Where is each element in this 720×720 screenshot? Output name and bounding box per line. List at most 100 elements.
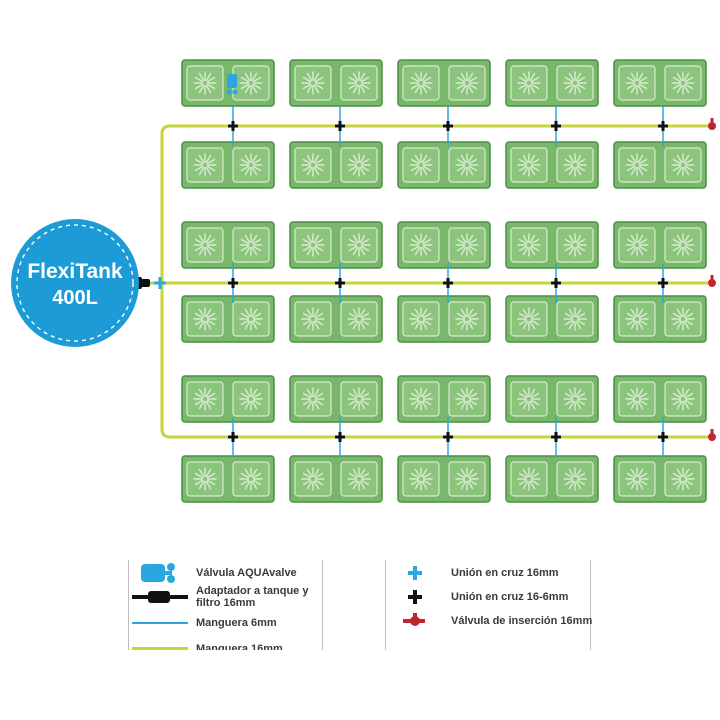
plant-tray	[289, 221, 383, 269]
pot	[556, 301, 594, 337]
plant-tray	[397, 295, 491, 343]
insertion-valve-16mm-icon	[385, 608, 445, 634]
plant-icon	[517, 153, 541, 177]
pot	[294, 461, 332, 497]
plant-icon	[625, 153, 649, 177]
pot	[618, 147, 656, 183]
pot	[448, 227, 486, 263]
plant-icon	[563, 307, 587, 331]
cross-union-16-6mm	[335, 281, 345, 285]
legend-label: Válvula AQUAvalve	[196, 567, 297, 579]
pot	[510, 461, 548, 497]
cross-union-16-6mm-icon	[385, 584, 445, 610]
plant-icon	[625, 71, 649, 95]
insertion-valve-16mm	[710, 429, 714, 435]
pot	[664, 301, 702, 337]
page-bottom-margin	[0, 650, 720, 720]
plant-icon	[193, 233, 217, 257]
plant-tray	[181, 221, 275, 269]
pot	[618, 461, 656, 497]
plant-icon	[409, 233, 433, 257]
legend-item-cross-16-6mm: Unión en cruz 16-6mm	[385, 584, 568, 610]
pot	[232, 227, 270, 263]
cross-union-16-6mm	[443, 124, 453, 128]
plant-tray	[505, 59, 599, 107]
pot	[556, 461, 594, 497]
pot	[618, 227, 656, 263]
plant-icon	[347, 71, 371, 95]
flexitank: FlexiTank 400L	[11, 219, 139, 347]
tank-rim	[16, 224, 134, 342]
plant-icon	[347, 467, 371, 491]
pot	[186, 461, 224, 497]
plant-tray	[289, 59, 383, 107]
legend-label: Unión en cruz 16mm	[451, 567, 559, 579]
plant-icon	[239, 387, 263, 411]
plant-icon	[671, 71, 695, 95]
pot	[340, 461, 378, 497]
insertion-valve-16mm	[710, 118, 714, 124]
pot	[186, 227, 224, 263]
pot	[402, 301, 440, 337]
legend-item-aquavalve: Válvula AQUAvalve	[130, 560, 297, 586]
hose-16mm-icon	[130, 636, 190, 662]
cross-union-16-6mm	[658, 281, 668, 285]
pot	[186, 147, 224, 183]
pot	[448, 147, 486, 183]
plant-icon	[347, 387, 371, 411]
cross-union-16-6mm	[551, 124, 561, 128]
plant-tray	[613, 455, 707, 503]
cross-union-16-6mm	[335, 124, 345, 128]
cross-union-16-6mm	[551, 281, 561, 285]
plant-tray	[181, 375, 275, 423]
pot	[294, 381, 332, 417]
plant-icon	[239, 307, 263, 331]
tank-name: FlexiTank	[27, 260, 123, 283]
plant-tray	[397, 141, 491, 189]
plant-tray	[505, 141, 599, 189]
pot	[402, 461, 440, 497]
cross-union-16-6mm	[335, 435, 345, 439]
pot	[664, 227, 702, 263]
plant-tray	[505, 375, 599, 423]
plant-icon	[239, 233, 263, 257]
pot	[232, 147, 270, 183]
pot	[664, 381, 702, 417]
plant-tray	[397, 375, 491, 423]
plant-icon	[347, 233, 371, 257]
pot	[510, 301, 548, 337]
pot	[232, 461, 270, 497]
tank-capacity: 400L	[52, 287, 98, 309]
plant-tray	[505, 455, 599, 503]
pot	[232, 65, 270, 101]
plant-icon	[239, 467, 263, 491]
plant-icon	[193, 387, 217, 411]
plant-icon	[301, 467, 325, 491]
cross-union-16mm	[154, 281, 166, 285]
plant-icon	[563, 467, 587, 491]
plant-tray	[613, 59, 707, 107]
aquavalve	[226, 74, 238, 95]
pot	[556, 147, 594, 183]
fittings-layer	[120, 74, 716, 442]
plant-icon	[301, 307, 325, 331]
plant-icon	[347, 307, 371, 331]
plant-icon	[409, 307, 433, 331]
insertion-valve-16mm	[708, 279, 716, 287]
plant-icon	[517, 307, 541, 331]
pot	[556, 65, 594, 101]
pot	[664, 65, 702, 101]
plant-icon	[239, 71, 263, 95]
pot	[510, 227, 548, 263]
plant-icon	[239, 153, 263, 177]
aquavalve-icon	[130, 560, 190, 586]
plant-icon	[409, 153, 433, 177]
pot	[340, 65, 378, 101]
plant-tray	[289, 141, 383, 189]
pot	[556, 227, 594, 263]
legend-label: Unión en cruz 16-6mm	[451, 591, 569, 603]
plant-icon	[517, 467, 541, 491]
cross-union-16-6mm	[551, 435, 561, 439]
tank-body	[11, 219, 139, 347]
pot	[186, 301, 224, 337]
